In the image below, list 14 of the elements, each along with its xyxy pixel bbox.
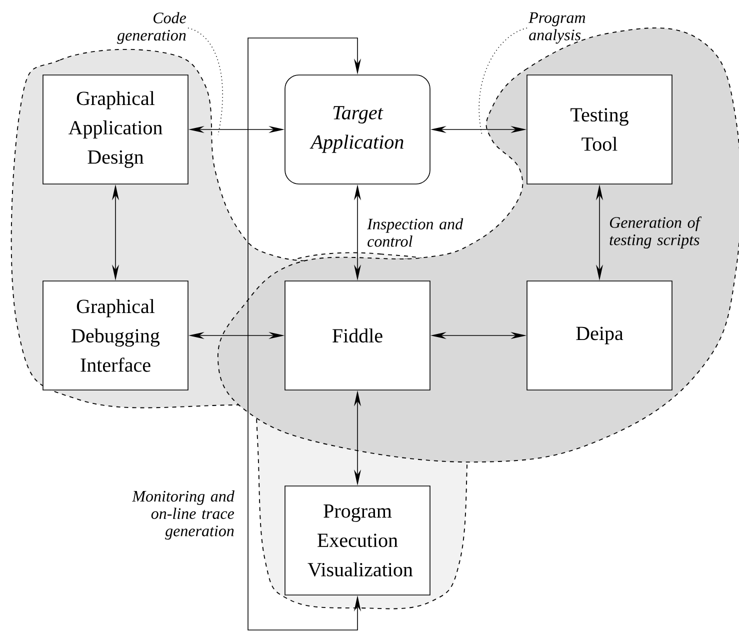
edge-label: Monitoring and on-line trace generation [132, 490, 234, 540]
process-box: Program Execution Visualization [284, 486, 430, 596]
rounded-box: Target Application [284, 74, 430, 184]
edge-label: Generation of testing scripts [610, 216, 702, 248]
leader-line [478, 28, 528, 136]
process-box: Graphical Application Design [42, 74, 188, 184]
annotation-text: Code generation [117, 12, 186, 44]
arrow [248, 38, 362, 630]
process-box: Testing Tool [526, 74, 672, 184]
annotation-text: Program analysis [528, 12, 586, 44]
process-box: Graphical Debugging Interface [42, 280, 188, 390]
process-box: Fiddle [284, 280, 430, 390]
edge-label: Inspection and control [367, 218, 464, 247]
process-box: Deipa [526, 280, 672, 390]
